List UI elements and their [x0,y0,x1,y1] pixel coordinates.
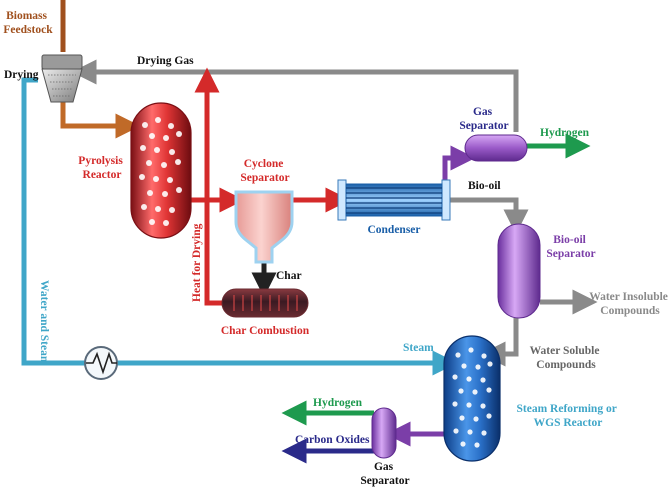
water-and-steam-label: Water and Steam [38,280,50,366]
dryer-to-pyrolysis-pipe [60,100,141,139]
steam-label: Steam [403,342,434,354]
heat-exchanger [84,346,118,380]
drying-gas-label: Drying Gas [137,55,194,67]
pyrolysis-reactor-label: Pyrolysis Reactor [78,155,125,181]
bio-oil-pipe [450,197,529,235]
steam-reforming-reactor [443,335,501,462]
carbon-oxides-label: Carbon Oxides [295,434,370,446]
steam-reforming-label: Steam Reforming or WGS Reactor [517,403,620,429]
bio-oil-label: Bio-oil [468,180,501,192]
water-soluble-label: Water Soluble Compounds [530,345,603,371]
drying-label: Drying [4,69,39,81]
hydrogen-bottom-label: Hydrogen [313,397,363,409]
drying-gas-pipe [71,59,519,132]
bio-oil-separator-unit [497,223,541,319]
gas-separator-top-unit [464,134,528,162]
condenser-label: Condenser [367,224,420,236]
condenser-unit [337,179,451,221]
heat-for-drying-pipe [194,67,226,306]
condenser-to-gas-separator-pipe [442,145,476,190]
reformer-particles [452,347,493,448]
char-combustion-label: Char Combustion [221,325,310,337]
water-steam-pipe [21,77,458,376]
bio-oil-separator-label: Bio-oil Separator [546,234,595,260]
hydrogen-top-label: Hydrogen [540,127,590,139]
cyclone-separator [234,190,294,264]
biomass-feedstock-label: Biomass Feedstock [3,10,53,36]
water-insoluble-label: Water Insoluble Compounds [589,291,671,317]
pyrolysis-particles [139,117,182,226]
char-label: Char [276,270,302,282]
cyclone-separator-label: Cyclone Separator [240,158,289,184]
water-soluble-pipe [480,318,519,367]
gas-separator-bottom-unit [371,407,397,459]
gas-separator-bottom-label: Gas Separator [360,461,409,487]
heat-for-drying-label: Heat for Drying [191,223,203,302]
char-combustion-unit [221,288,309,318]
dryer-unit [41,54,83,103]
gas-separator-top-label: Gas Separator [459,106,508,132]
pyrolysis-reactor [130,102,192,239]
